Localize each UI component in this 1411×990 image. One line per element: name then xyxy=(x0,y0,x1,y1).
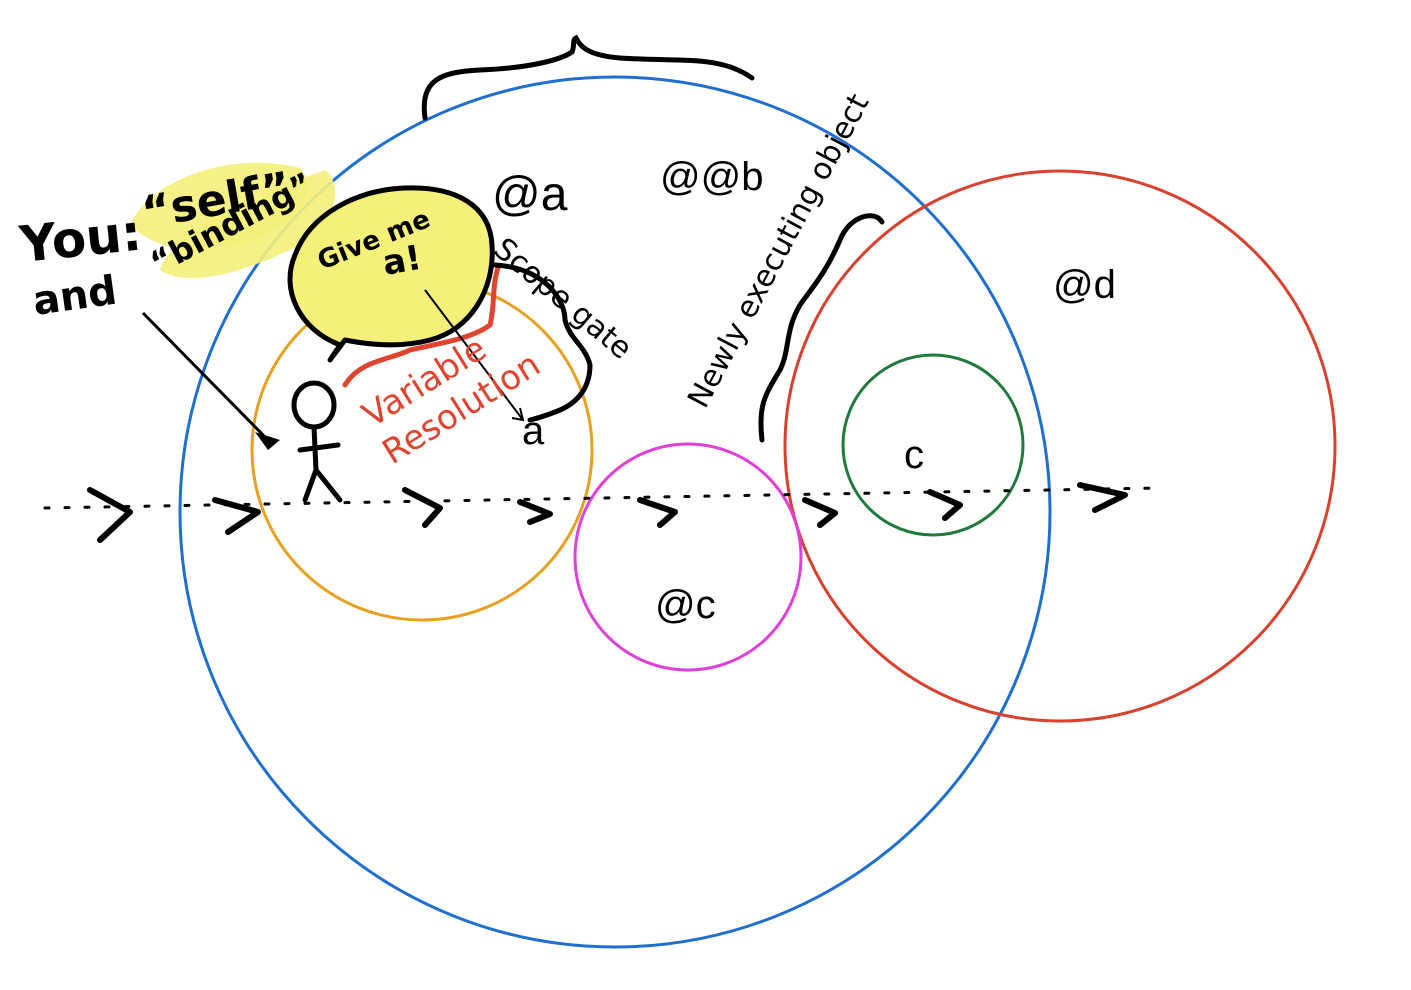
red-scope-circle xyxy=(783,169,1337,723)
label-at-d: @d xyxy=(1053,263,1116,307)
binding-highlight xyxy=(160,170,336,279)
execution-chevrons-icon xyxy=(87,482,1128,543)
red-brace-icon xyxy=(342,265,501,388)
stick-figure-icon xyxy=(291,380,343,503)
annotation-newly-executing-object: Newly executing object xyxy=(681,88,876,414)
magenta-scope-circle xyxy=(573,442,803,672)
scope-gate-brace-icon xyxy=(492,262,593,423)
blue-scope-circle xyxy=(178,75,1052,949)
newly-executing-brace-icon xyxy=(758,213,885,443)
you-arrow-icon xyxy=(141,311,270,442)
annotation-scope-gate: Scope gate xyxy=(487,231,639,366)
execution-path-icon xyxy=(43,486,1162,510)
resolution-arrowhead-icon xyxy=(511,407,525,422)
annotation-you: You: xyxy=(16,204,144,274)
top-brace-icon xyxy=(421,34,755,121)
label-at-at-b: @@b xyxy=(660,155,763,199)
bubble-text-line2: a! xyxy=(380,238,425,284)
green-scope-circle xyxy=(841,353,1025,537)
label-at-a: @a xyxy=(492,168,568,221)
label-local-a: a xyxy=(522,409,545,453)
label-local-c: c xyxy=(904,433,924,477)
you-arrowhead-icon xyxy=(255,432,280,450)
speech-bubble-icon xyxy=(287,185,495,363)
resolution-arrow-icon xyxy=(424,289,524,421)
label-at-c: @c xyxy=(655,583,716,627)
annotation-and: and xyxy=(30,268,120,325)
